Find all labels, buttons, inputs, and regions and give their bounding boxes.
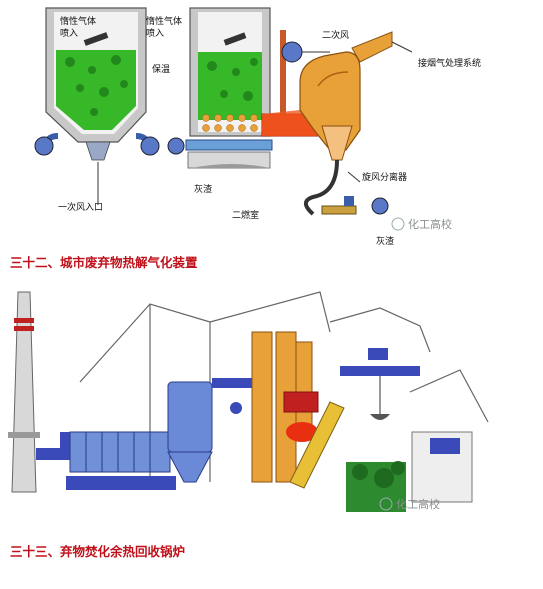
chimney [8,291,40,493]
flue-duct [36,431,176,490]
bag-filter [167,378,252,483]
left-inject-label: 喷入 [60,28,78,39]
caption-waste-heat-boiler: 三十三、弃物焚化余热回收锅炉 [10,544,186,559]
svg-text:化工高校: 化工高校 [408,217,452,231]
caption-pyrolysis: 三十二、城市废弃物热解气化装置 [10,255,198,270]
primary-air-label: 一次风入口 [58,201,103,213]
watermark-bottom: 化工高校 [379,497,440,511]
secondary-chamber-label: 二燃室 [232,209,259,221]
left-inert-gas-label: 惰性气体 [60,15,96,27]
left-waste-bed [56,50,136,130]
ash-label-2: 灰渣 [376,235,394,247]
waste-heat-boiler-diagram: 化工高校 [8,291,489,512]
secondary-air-label: 二次风 [322,29,349,41]
flue-gas-label: 接烟气处理系统 [418,57,481,69]
insulation-label: 保温 [152,63,170,75]
waste-heat-boiler [251,331,345,489]
ash-label-1: 灰渣 [194,183,212,195]
right-furnace: 惰性气体 喷入 灰渣 二燃室 [146,7,273,221]
watermark-top: 化工高校 [391,217,452,231]
cyclone-label: 旋风分离器 [362,171,407,183]
left-furnace: 惰性气体 喷入 一次风入口 [34,7,160,213]
waste-bunker [340,348,473,512]
svg-text:化工高校: 化工高校 [396,497,440,511]
right-inject-label: 喷入 [146,28,164,39]
secondary-combustion-chamber: 二次风 旋风分离器 灰渣 接烟气处理系统 [261,29,481,247]
right-inert-gas-label: 惰性气体 [146,15,182,27]
pyrolysis-gasifier-diagram: 惰性气体 喷入 一次风入口 保温 惰性气体 喷入 [34,7,481,247]
grate-burners [202,114,258,132]
